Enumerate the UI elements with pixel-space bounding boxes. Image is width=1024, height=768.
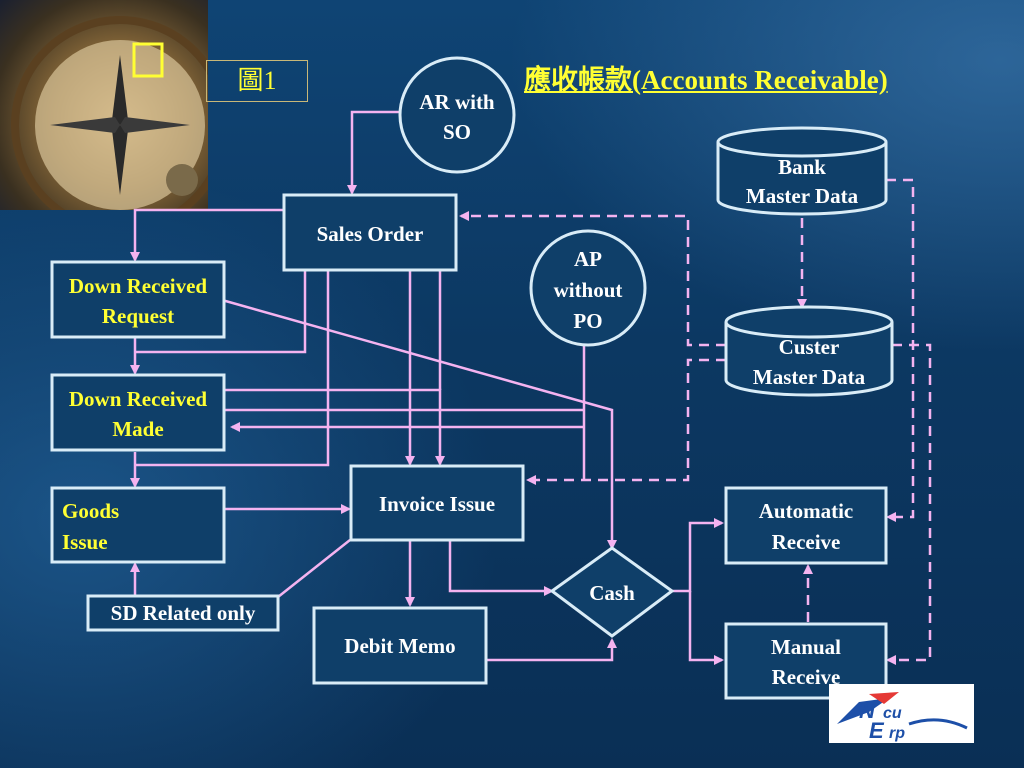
dash-custer-to-sales-order [459,211,726,347]
bank-line-2: Master Data [746,184,859,208]
node-bank-master-data: Bank Master Data [716,126,888,216]
sd-related-label: SD Related only [111,601,256,625]
ap-line-3: PO [573,309,602,333]
custer-line-1: Custer [779,335,840,359]
svg-text:cu: cu [883,705,902,722]
svg-text:N: N [859,698,876,723]
line-sales-order-down-2 [135,270,330,467]
arrow-sales-order-to-down-request [130,208,285,262]
dashed-connectors [459,178,932,665]
ap-line-2: without [554,278,623,302]
ar-with-so-line-1: AR with [419,90,495,114]
node-ap-without-po: AP without PO [529,229,647,347]
ar-with-so-line-2: SO [443,120,471,144]
svg-text:rp: rp [889,725,905,742]
node-down-received-request: Down Received Request [50,260,226,339]
line-diagonal-down-request [221,298,617,550]
line-sales-order-down-1 [135,270,307,354]
arrow-cash-to-automatic [672,518,724,593]
automatic-line-1: Automatic [759,499,853,523]
line-to-down-made [225,388,445,466]
node-debit-memo: Debit Memo [312,606,488,685]
goods-issue-line-2: Issue [62,530,108,554]
ap-line-1: AP [574,247,602,271]
manual-line-1: Manual [771,635,841,659]
sales-order-label: Sales Order [317,222,424,246]
down-made-line-1: Down Received [69,387,208,411]
dash-custer-to-invoice [526,358,726,485]
goods-issue-line-1: Goods [62,499,119,523]
square-icon [132,42,164,78]
line-sd-to-invoice [277,539,351,598]
compass-icon [11,16,229,234]
svg-text:E: E [869,718,885,743]
arrow-cash-to-manual [688,591,724,665]
dash-bank-to-automatic [886,178,915,522]
dash-custer-to-manual [886,343,932,665]
automatic-line-2: Receive [772,530,841,554]
arrow-debit-to-cash [487,638,617,662]
custer-line-2: Master Data [753,365,866,389]
page-title: 應收帳款(Accounts Receivable) [524,65,888,95]
connectors [130,110,813,665]
arrow-invoice-to-cash [448,540,554,596]
cash-label: Cash [589,581,635,605]
invoice-issue-label: Invoice Issue [379,492,495,516]
node-cash: Cash [549,546,675,638]
ncu-erp-logo: N cu E rp [829,684,974,743]
node-ar-with-so: AR with SO [398,56,516,174]
node-sd-related-only: SD Related only [86,594,280,632]
down-request-line-2: Request [102,304,174,328]
manual-line-2: Receive [772,665,841,689]
node-automatic-receive: Automatic Receive [724,486,888,565]
figure-label: 圖1 [206,60,308,102]
arrow-ar-to-sales-order [347,110,400,195]
node-sales-order: Sales Order [282,193,458,272]
node-down-received-made: Down Received Made [50,373,226,452]
down-made-line-2: Made [112,417,163,441]
down-request-line-1: Down Received [69,274,208,298]
bank-line-1: Bank [778,155,826,179]
node-invoice-issue: Invoice Issue [349,464,525,542]
debit-memo-label: Debit Memo [344,634,455,658]
node-custer-master-data: Custer Master Data [724,305,894,397]
compass-photo [0,0,229,234]
node-goods-issue: Goods Issue [50,486,226,564]
